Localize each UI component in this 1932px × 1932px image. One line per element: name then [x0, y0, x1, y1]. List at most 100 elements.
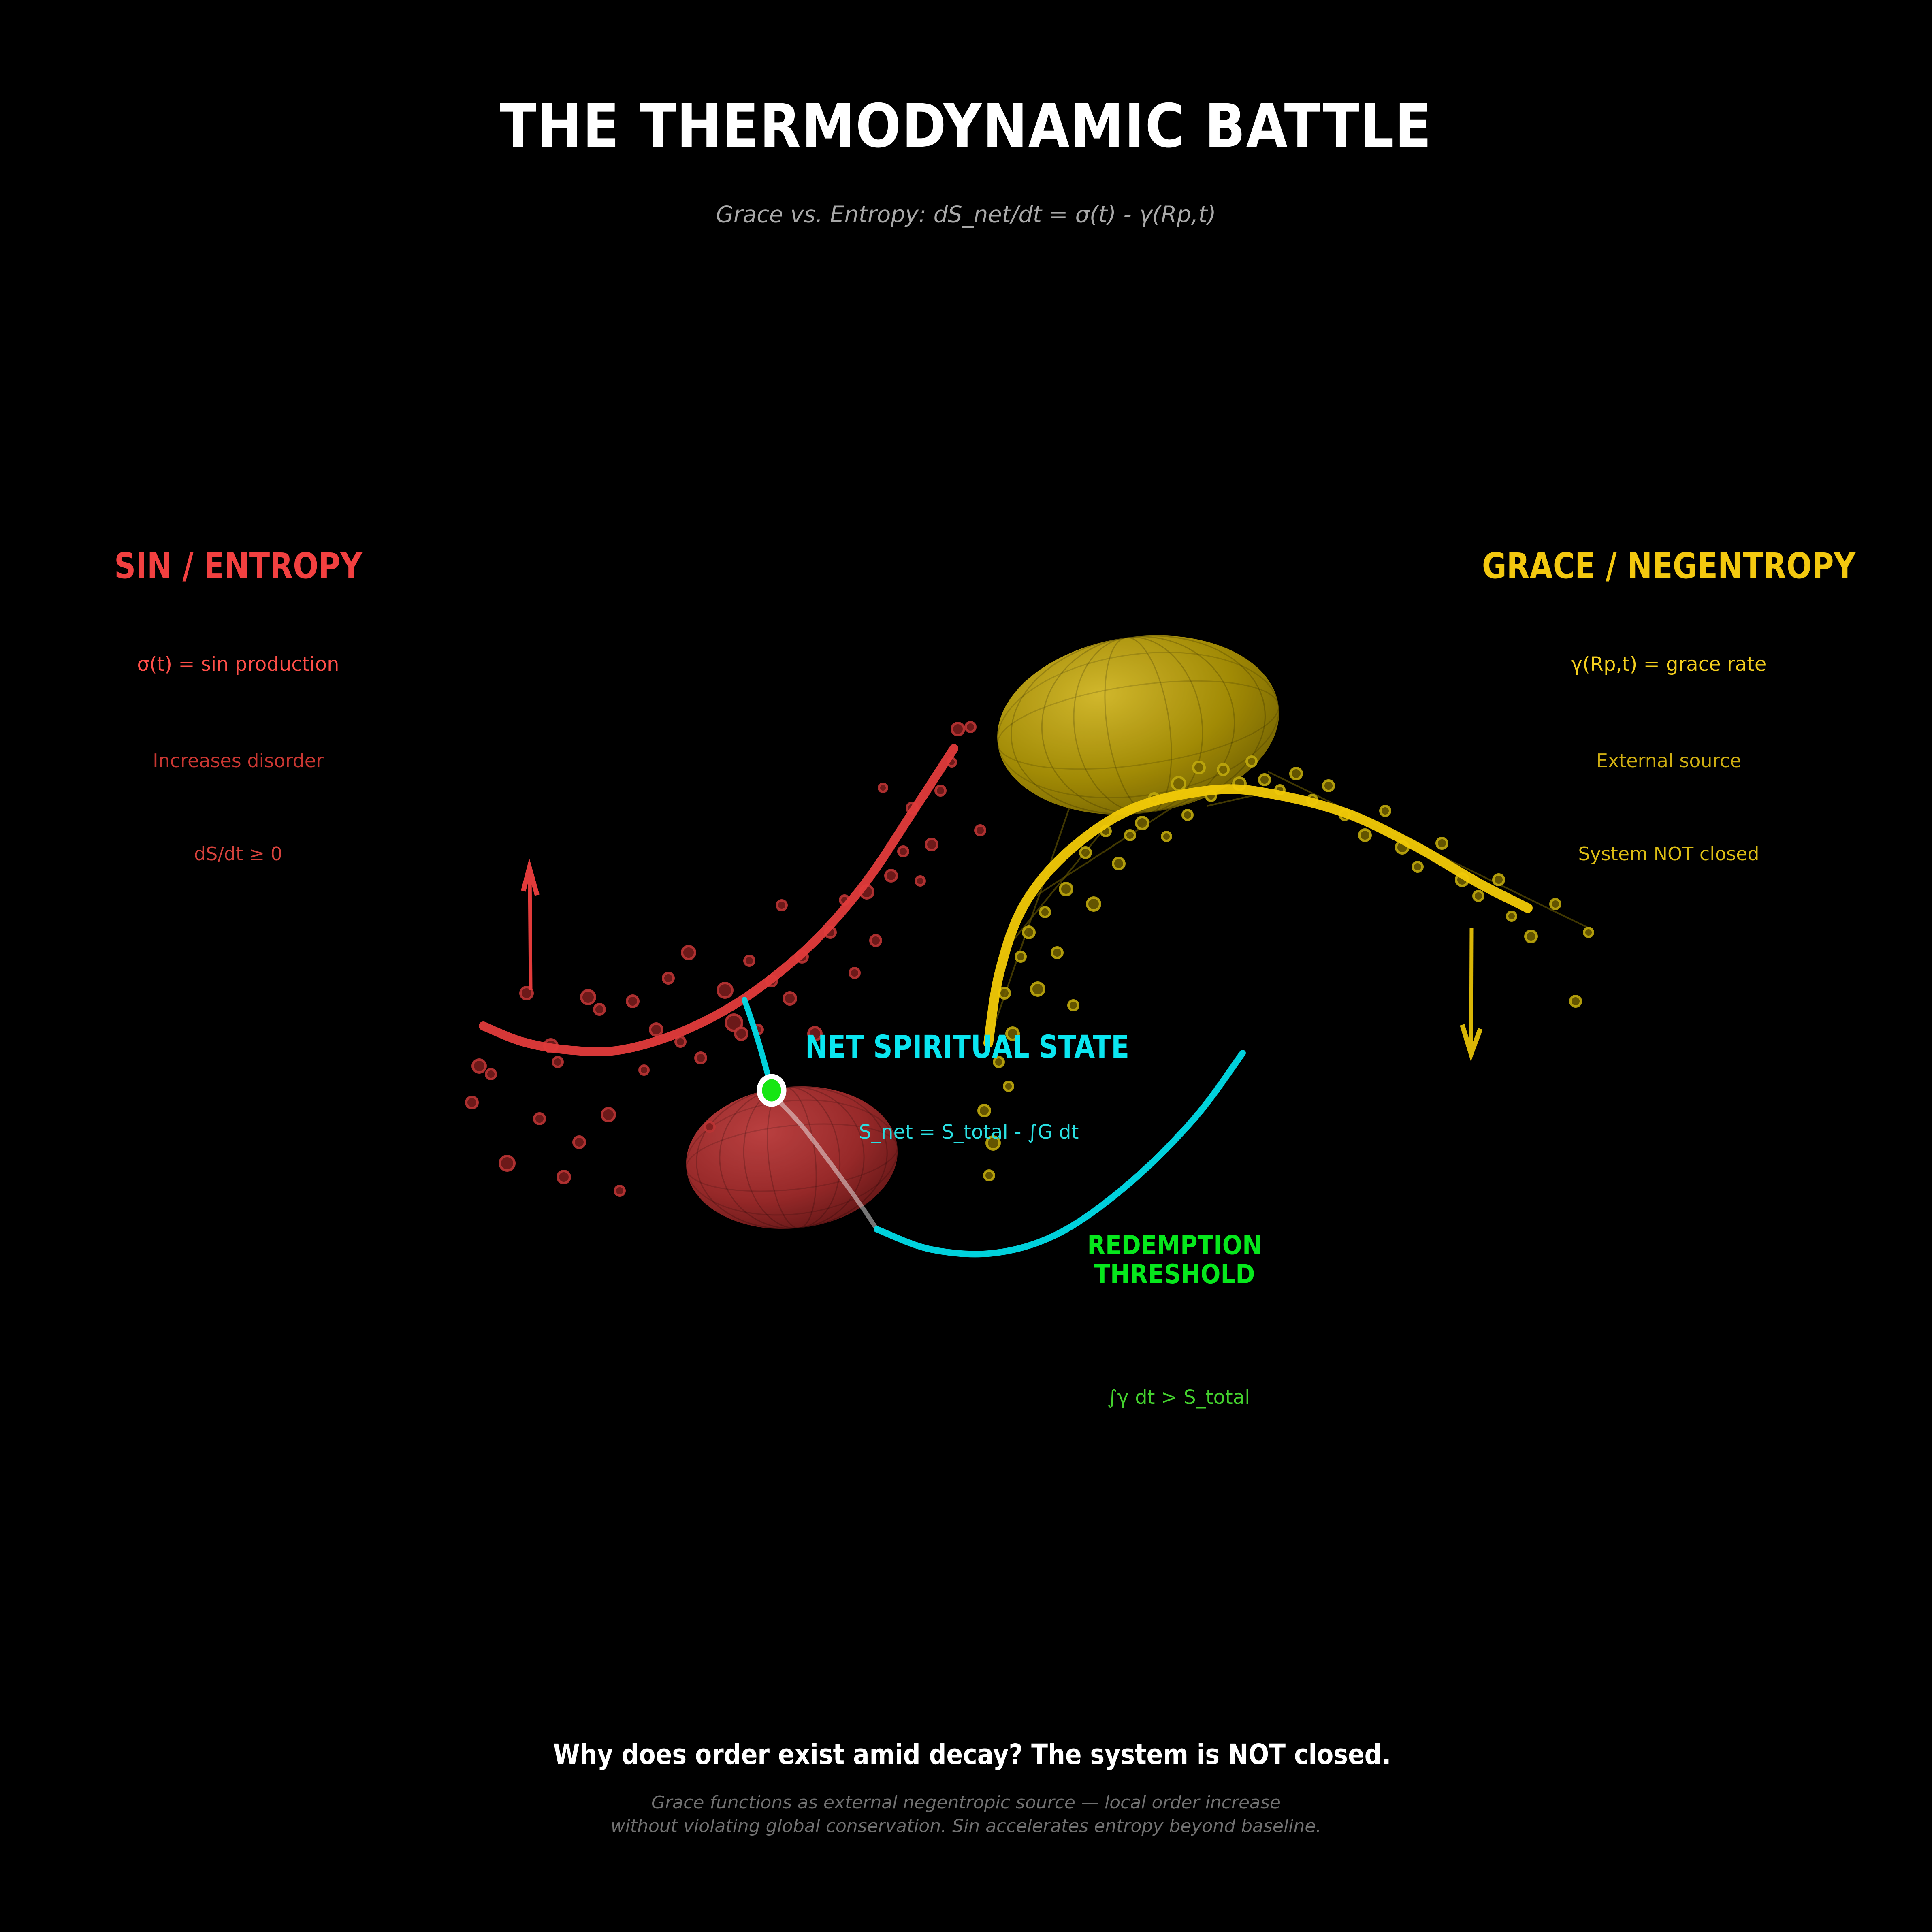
- net-spiritual-state-heading: NET SPIRITUAL STATE: [805, 1028, 1130, 1066]
- grace-scatter-point: [983, 1169, 995, 1181]
- sin-scatter-point: [776, 899, 788, 911]
- sin-scatter-point: [869, 934, 882, 947]
- grace-scatter-point: [1161, 831, 1172, 842]
- sin-scatter-point: [626, 994, 640, 1008]
- sin-scatter-point: [915, 875, 926, 887]
- grace-scatter-point: [1112, 857, 1126, 870]
- sin-scatter-point: [593, 1003, 606, 1016]
- sin-scatter-point: [897, 845, 909, 857]
- sin-scatter-point: [849, 967, 861, 979]
- tangent-line-2: [1036, 805, 1175, 896]
- increases-disorder-label: Increases disorder: [153, 750, 324, 772]
- sin-scatter-point: [601, 1107, 616, 1122]
- sin-scatter-point: [725, 1013, 743, 1032]
- grace-scatter-point: [1181, 809, 1194, 821]
- current-state-marker: [757, 1074, 787, 1107]
- sin-scatter-point: [499, 1155, 516, 1172]
- grace-scatter-point: [1435, 837, 1448, 850]
- grace-scatter-point: [977, 1104, 991, 1117]
- system-not-closed-label: System NOT closed: [1578, 843, 1759, 865]
- net-state-formula: S_net = S_total - ∫G dt: [859, 1121, 1079, 1143]
- chart-subtitle: Grace vs. Entropy: dS_net/dt = σ(t) - γ(…: [716, 201, 1216, 228]
- redemption-formula: ∫γ dt > S_total: [1107, 1386, 1250, 1409]
- sin-scatter-point: [580, 989, 596, 1005]
- sin-scatter-point: [884, 869, 898, 883]
- grace-scatter-point: [1492, 873, 1505, 886]
- grace-scatter-point: [1135, 816, 1149, 830]
- closing-question: Why does order exist amid decay? The sys…: [553, 1738, 1391, 1771]
- sin-scatter-point: [649, 1022, 663, 1037]
- grace-scatter-point: [1039, 906, 1051, 918]
- grace-scatter-point: [1245, 755, 1258, 768]
- sin-scatter-point: [471, 1058, 487, 1074]
- sin-scatter-point: [614, 1185, 626, 1197]
- entropy-inequality-label: dS/dt ≥ 0: [194, 843, 283, 865]
- sin-scatter-point: [572, 1135, 586, 1149]
- sin-scatter-point: [964, 721, 977, 733]
- grace-scatter-point: [1015, 951, 1027, 963]
- sin-scatter-point: [465, 1096, 479, 1109]
- tangent-line-1: [1000, 811, 1119, 957]
- grace-scatter-point: [1086, 896, 1101, 912]
- sin-scatter-point: [662, 972, 675, 985]
- grace-scatter-point: [1569, 995, 1582, 1008]
- sin-entropy-heading: SIN / ENTROPY: [114, 546, 362, 587]
- grace-scatter-point: [1258, 773, 1271, 786]
- grace-scatter-point: [985, 1135, 1001, 1151]
- grace-scatter-point: [1192, 761, 1206, 774]
- grace-scatter-point: [1289, 767, 1303, 780]
- grace-scatter-point: [1003, 1081, 1014, 1092]
- sin-scatter-point: [485, 1068, 497, 1080]
- grace-scatter-point: [1022, 925, 1036, 939]
- grace-negentropy-curve: [983, 784, 1533, 1048]
- net-state-curve: [874, 1050, 1246, 1258]
- grace-scatter-point: [1524, 930, 1538, 943]
- grace-scatter-point: [1358, 828, 1372, 842]
- external-source-label: External source: [1596, 750, 1742, 772]
- grace-down-arrow: [1460, 928, 1483, 1062]
- sin-scatter-point: [704, 1121, 716, 1133]
- sin-scatter-point: [533, 1112, 546, 1125]
- grace-ellipsoid: [997, 635, 1279, 815]
- grace-scatter-point: [993, 1056, 1005, 1068]
- sin-production-label: σ(t) = sin production: [137, 653, 339, 676]
- grace-rate-label: γ(Rp,t) = grace rate: [1571, 653, 1767, 676]
- redemption-line2: THRESHOLD: [1094, 1258, 1255, 1290]
- grace-scatter-point: [1472, 890, 1484, 902]
- sin-ellipsoid: [685, 1085, 898, 1230]
- entropy-up-arrow: [521, 858, 540, 991]
- footnote: Grace functions as external negentropic …: [611, 1791, 1322, 1838]
- grace-scatter-point: [1583, 927, 1594, 938]
- grace-scatter-point: [1124, 829, 1136, 841]
- grace-scatter-point: [1412, 861, 1424, 873]
- grace-scatter-point: [1549, 898, 1561, 910]
- redemption-line1: REDEMPTION: [1087, 1230, 1262, 1261]
- grace-scatter-point: [1506, 911, 1517, 922]
- sin-scatter-point: [783, 991, 797, 1006]
- sin-scatter-point: [807, 1026, 823, 1041]
- sin-scatter-point: [694, 1051, 707, 1064]
- sin-scatter-point: [717, 982, 734, 999]
- sin-scatter-point: [681, 945, 696, 960]
- grace-scatter-point: [1217, 763, 1230, 776]
- grace-scatter: [977, 755, 1594, 1181]
- sin-scatter-point: [743, 955, 755, 967]
- sin-scatter-point: [974, 824, 986, 836]
- sin-scatter-point: [878, 783, 888, 793]
- grace-scatter-point: [1005, 1026, 1020, 1041]
- sin-scatter-point: [552, 1056, 564, 1068]
- sin-scatter-point: [934, 785, 947, 797]
- sin-entropy-curve: [479, 744, 958, 1056]
- sin-scatter-point: [734, 1026, 748, 1041]
- sin-scatter-point: [951, 722, 965, 736]
- grace-scatter-point: [1379, 805, 1391, 817]
- sin-scatter-point: [925, 838, 938, 851]
- grace-scatter-point: [1079, 846, 1092, 859]
- grace-scatter-point: [1322, 779, 1335, 792]
- grace-scatter-point: [1030, 981, 1045, 997]
- footnote-line1: Grace functions as external negentropic …: [651, 1792, 1281, 1813]
- sin-scatter-point: [557, 1170, 571, 1184]
- grace-scatter-point: [1067, 999, 1079, 1011]
- redemption-threshold-heading: REDEMPTION THRESHOLD: [1087, 1230, 1262, 1288]
- footnote-line2: without violating global conservation. S…: [610, 1816, 1322, 1836]
